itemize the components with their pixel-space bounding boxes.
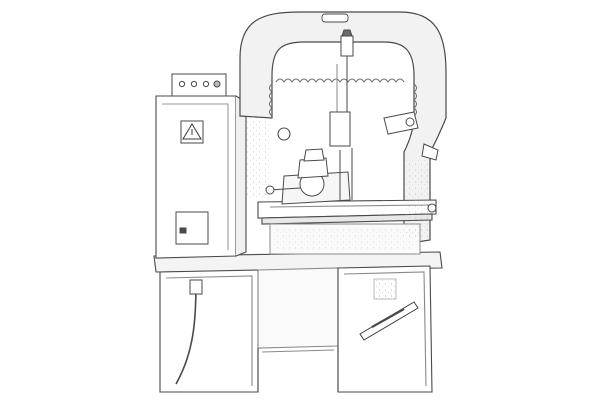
blade-guide-post <box>329 29 354 147</box>
brand-logo-plate <box>359 301 419 341</box>
stop-button <box>213 80 221 88</box>
indicator-lamp <box>178 80 186 88</box>
warning-icon <box>180 120 204 144</box>
control-knob <box>202 80 210 88</box>
speaker-grille-icon <box>373 278 397 300</box>
access-panel <box>175 211 209 245</box>
base-cabinet <box>153 251 443 393</box>
cable-gland <box>189 279 203 295</box>
work-table <box>257 199 437 225</box>
frame-texture <box>404 160 428 238</box>
adjust-knob <box>277 127 291 141</box>
control-panel-box <box>171 73 227 97</box>
rotary-vise <box>265 148 351 205</box>
control-knob <box>190 80 198 88</box>
tension-handle <box>383 111 439 161</box>
frame-texture <box>246 118 270 198</box>
table-column-texture <box>274 228 414 250</box>
